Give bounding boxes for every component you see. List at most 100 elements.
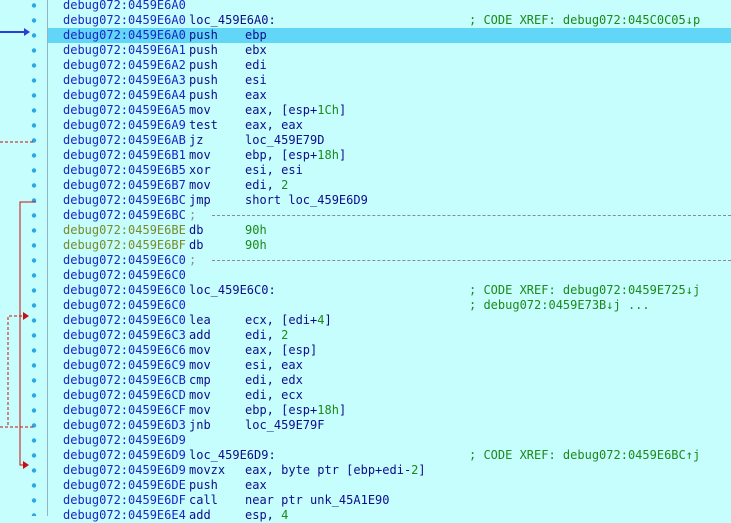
line-dot[interactable] [31,468,37,473]
mnemonic[interactable]: jz [189,133,204,147]
line-dot[interactable] [31,333,37,338]
listing-row[interactable]: debug072:0459E6C0; [48,253,731,268]
xref-comment[interactable]: ; CODE XREF: debug072:045C0C05↓p [469,13,701,27]
operands[interactable]: short loc_459E6D9 [245,193,368,208]
code-label[interactable]: loc_459E6D9: [189,448,276,462]
operands[interactable]: eax, byte ptr [ebp+edi-2] [245,463,426,478]
xref-comment[interactable]: ; CODE XREF: debug072:0459E725↓j [469,283,701,297]
line-dot[interactable] [31,483,37,488]
code-label[interactable]: loc_459E6A0: [189,13,276,27]
line-dot[interactable] [31,408,37,413]
line-dot[interactable] [31,393,37,398]
mnemonic[interactable]: push [189,28,218,42]
listing-row[interactable]: debug072:0459E6A0 [48,0,731,13]
operands[interactable]: edi, ecx [245,388,303,403]
line-dot[interactable] [31,288,37,293]
line-dot[interactable] [31,318,37,323]
mnemonic[interactable]: mov [189,388,211,402]
operands[interactable]: ebp, [esp+18h] [245,403,346,418]
line-dot[interactable] [31,258,37,263]
operands[interactable]: edi, 2 [245,178,288,193]
line-dot[interactable] [31,363,37,368]
line-dot[interactable] [31,243,37,248]
line-dot[interactable] [31,168,37,173]
mnemonic[interactable]: add [189,328,211,342]
mnemonic[interactable]: push [189,88,218,102]
code-label[interactable]: loc_459E6C0: [189,283,276,297]
line-dot[interactable] [31,183,37,188]
mnemonic[interactable]: mov [189,103,211,117]
operands[interactable]: 90h [245,223,267,238]
operands[interactable]: eax, eax [245,118,303,133]
operands[interactable]: ebp [245,28,267,43]
mnemonic[interactable]: jmp [189,193,211,207]
operands[interactable]: edi, edx [245,373,303,388]
line-dot[interactable] [31,63,37,68]
line-dot[interactable] [31,513,37,516]
line-dot[interactable] [31,228,37,233]
mnemonic[interactable]: test [189,118,218,132]
line-dot[interactable] [31,3,37,8]
line-dot[interactable] [31,273,37,278]
operands[interactable]: eax, [esp+1Ch] [245,103,346,118]
mnemonic[interactable]: db [189,223,204,237]
line-dot[interactable] [31,93,37,98]
operands[interactable]: esi, eax [245,358,303,373]
mnemonic[interactable]: push [189,478,218,492]
line-dot[interactable] [31,153,37,158]
operands[interactable]: eax [245,478,267,493]
listing-row[interactable]: debug072:0459E6C0 [48,268,731,283]
mnemonic[interactable]: push [189,73,218,87]
listing-row[interactable]: debug072:0459E6D9 [48,433,731,448]
line-dot[interactable] [31,18,37,23]
xref-comment[interactable]: ; debug072:0459E73B↓j ... [469,298,650,312]
operands[interactable]: loc_459E79D [245,133,324,148]
listing-row[interactable]: debug072:0459E6C0; debug072:0459E73B↓j .… [48,298,731,313]
mnemonic[interactable]: cmp [189,373,211,387]
line-dot[interactable] [31,108,37,113]
line-dot[interactable] [31,438,37,443]
mnemonic[interactable]: mov [189,403,211,417]
operands[interactable]: near ptr unk_45A1E90 [245,493,390,508]
mnemonic[interactable]: xor [189,163,211,177]
listing-row[interactable]: debug072:0459E6BC; [48,208,731,223]
operands[interactable]: esi, esi [245,163,303,178]
mnemonic[interactable]: movzx [189,463,226,477]
mnemonic[interactable]: mov [189,178,211,192]
xref-comment[interactable]: ; CODE XREF: debug072:0459E6BC↑j [469,448,701,462]
line-dot[interactable] [31,123,37,128]
line-dot[interactable] [31,78,37,83]
line-dot[interactable] [31,498,37,503]
mnemonic[interactable]: mov [189,343,211,357]
line-dot[interactable] [31,348,37,353]
mnemonic[interactable]: jnb [189,418,211,432]
operands[interactable]: eax [245,88,267,103]
mnemonic[interactable]: call [189,493,218,507]
operands[interactable]: edi, 2 [245,328,288,343]
operands[interactable]: ecx, [edi+4] [245,313,332,328]
operands[interactable]: 90h [245,238,267,253]
mnemonic[interactable]: lea [189,313,211,327]
mnemonic[interactable]: push [189,43,218,57]
